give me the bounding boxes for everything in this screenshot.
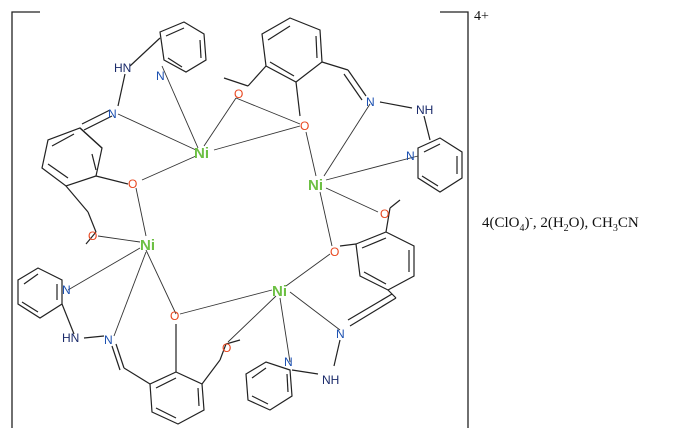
n-atom-6: N [104, 333, 113, 347]
hn-group-top-left: HN [114, 61, 131, 75]
n-atom-2: N [108, 107, 117, 121]
pyridine-ring-right [417, 137, 463, 193]
o-atom-6: O [330, 245, 339, 259]
n-atom-3: N [366, 95, 375, 109]
n-atom-5: N [62, 283, 71, 297]
ni-atom-3: Ni [140, 237, 155, 254]
pyridine-ring-bottom-center [245, 361, 293, 411]
o-atom-3: O [128, 177, 137, 191]
o-atom-1: O [234, 87, 243, 101]
benzene-ring-right-lower [355, 231, 415, 291]
counterion-formula: 4(ClO4)-, 2(H2O), CH3CN [482, 213, 639, 234]
hn-group-bottom-left: HN [62, 331, 79, 345]
counterion-acetonitrile: , CH3CN [584, 215, 639, 234]
pyridine-ring-top-left [159, 21, 207, 73]
benzene-ring-top-right [261, 17, 323, 83]
n-atom-7: N [336, 327, 345, 341]
counterion-perchlorate: 4(ClO4)- [482, 213, 533, 234]
atom-labels: Ni Ni Ni Ni O O O O O O O O N N N N N N … [62, 61, 433, 387]
ni-atom-2: Ni [308, 177, 323, 194]
charge-label: 4+ [474, 9, 489, 24]
left-bracket [11, 11, 40, 428]
n-atom-8: N [284, 355, 293, 369]
o-atom-7: O [170, 309, 179, 323]
counterion-water: , 2(H2O) [532, 215, 585, 234]
o-atom-8: O [222, 341, 231, 355]
n-atom-1: N [156, 69, 165, 83]
n-atom-4: N [406, 149, 415, 163]
right-bracket [440, 11, 469, 428]
ni-atom-4: Ni [272, 283, 287, 300]
o-atom-5: O [88, 229, 97, 243]
nh-group-bottom: NH [322, 373, 339, 387]
o-atom-2: O [300, 119, 309, 133]
o-atom-4: O [380, 207, 389, 221]
nh-group-right: NH [416, 103, 433, 117]
benzene-ring-left-upper [41, 127, 103, 187]
ni-atom-1: Ni [194, 145, 209, 162]
coordination-bonds [67, 65, 419, 363]
pyridine-ring-bottom-left [17, 267, 63, 319]
benzene-ring-bottom [149, 371, 205, 425]
